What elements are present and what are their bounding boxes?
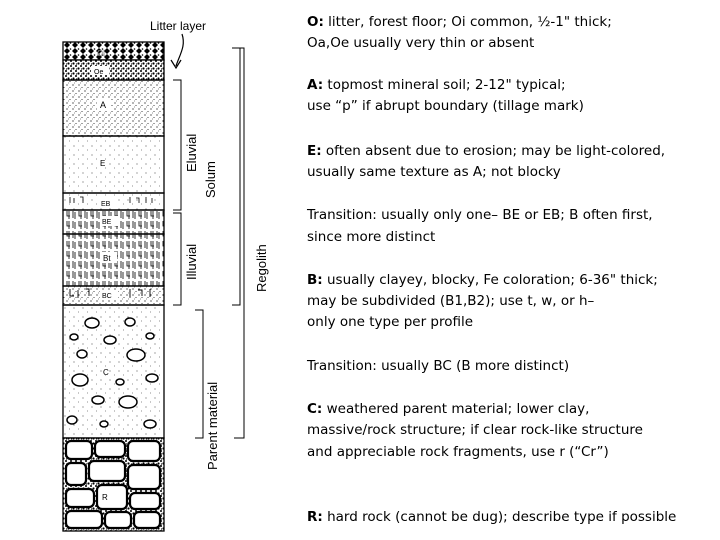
solum-bracket [232,47,241,306]
horizon-label-r: R [102,493,108,502]
r-horizon-line-1: R: hard rock (cannot be dug); describe t… [307,509,677,525]
horizon-r: R [62,437,165,532]
c-horizon-line-3: and appreciable rock fragments, use r (“… [307,444,609,460]
eluvial-bracket [173,79,182,211]
c-horizon-line-2: massive/rock structure; if clear rock-li… [307,422,643,438]
horizon-label-e: E [100,159,105,168]
regolith-bracket [234,47,245,439]
horizon-c: C [62,304,165,439]
illuvial-bracket [173,212,182,306]
parent-material-label: Parent material [205,382,220,470]
horizon-label-eb: EB [101,201,111,208]
illuvial-label: Illuvial [184,244,199,280]
solum-label: Solum [203,161,218,198]
regolith-label: Regolith [254,244,269,292]
horizon-label-oe: Oe [94,69,103,76]
transition-bc-line: Transition: usually BC (B more distinct) [307,358,570,374]
eluvial-label: Eluvial [184,134,199,172]
horizon-label-be: BE [102,219,112,226]
horizon-a: A [62,79,165,137]
horizon-label-c: C [103,368,109,377]
b-horizon-line-1: B: usually clayey, blocky, Fe coloration… [307,272,658,288]
o-horizon-line-2: Oa,Oe usually very thin or absent [307,35,535,51]
a-horizon-line-2: use “p” if abrupt boundary (tillage mark… [307,98,584,114]
horizon-bc: BC [62,285,165,306]
horizon-e: E [62,135,165,194]
litter-arrow [170,33,184,70]
horizon-oi: Oi [62,41,165,61]
horizon-label-bc: BC [102,293,112,300]
horizon-be: BE [62,209,165,235]
horizon-label-bt: Bt [103,254,111,263]
a-horizon-line-1: A: topmost mineral soil; 2-12" typical; [307,77,566,93]
horizon-bt: Bt [62,233,165,287]
c-horizon-line-1: C: weathered parent material; lower clay… [307,401,590,417]
horizon-oe: Oe [62,59,165,81]
soil-profile-diagram: Litter layer Oi Oe A E EB BE [62,19,269,532]
horizon-label-a: A [100,100,106,110]
transition-be-eb-line-2: since more distinct [307,229,436,245]
parent-material-bracket [195,309,204,439]
transition-be-eb-line-1: Transition: usually only one– BE or EB; … [307,207,653,223]
b-horizon-line-3: only one type per profile [307,314,474,330]
o-horizon-line-1: O: litter, forest floor; Oi common, ½-1"… [307,14,612,30]
e-horizon-line-1: E: often absent due to erosion; may be l… [307,143,666,159]
b-horizon-line-2: may be subdivided (B1,B2); use t, w, or … [307,293,595,309]
litter-layer-label: Litter layer [150,19,206,33]
e-horizon-line-2: usually same texture as A; not blocky [307,164,561,180]
horizon-eb: EB [62,192,165,211]
horizon-label-oi: Oi [97,49,105,58]
